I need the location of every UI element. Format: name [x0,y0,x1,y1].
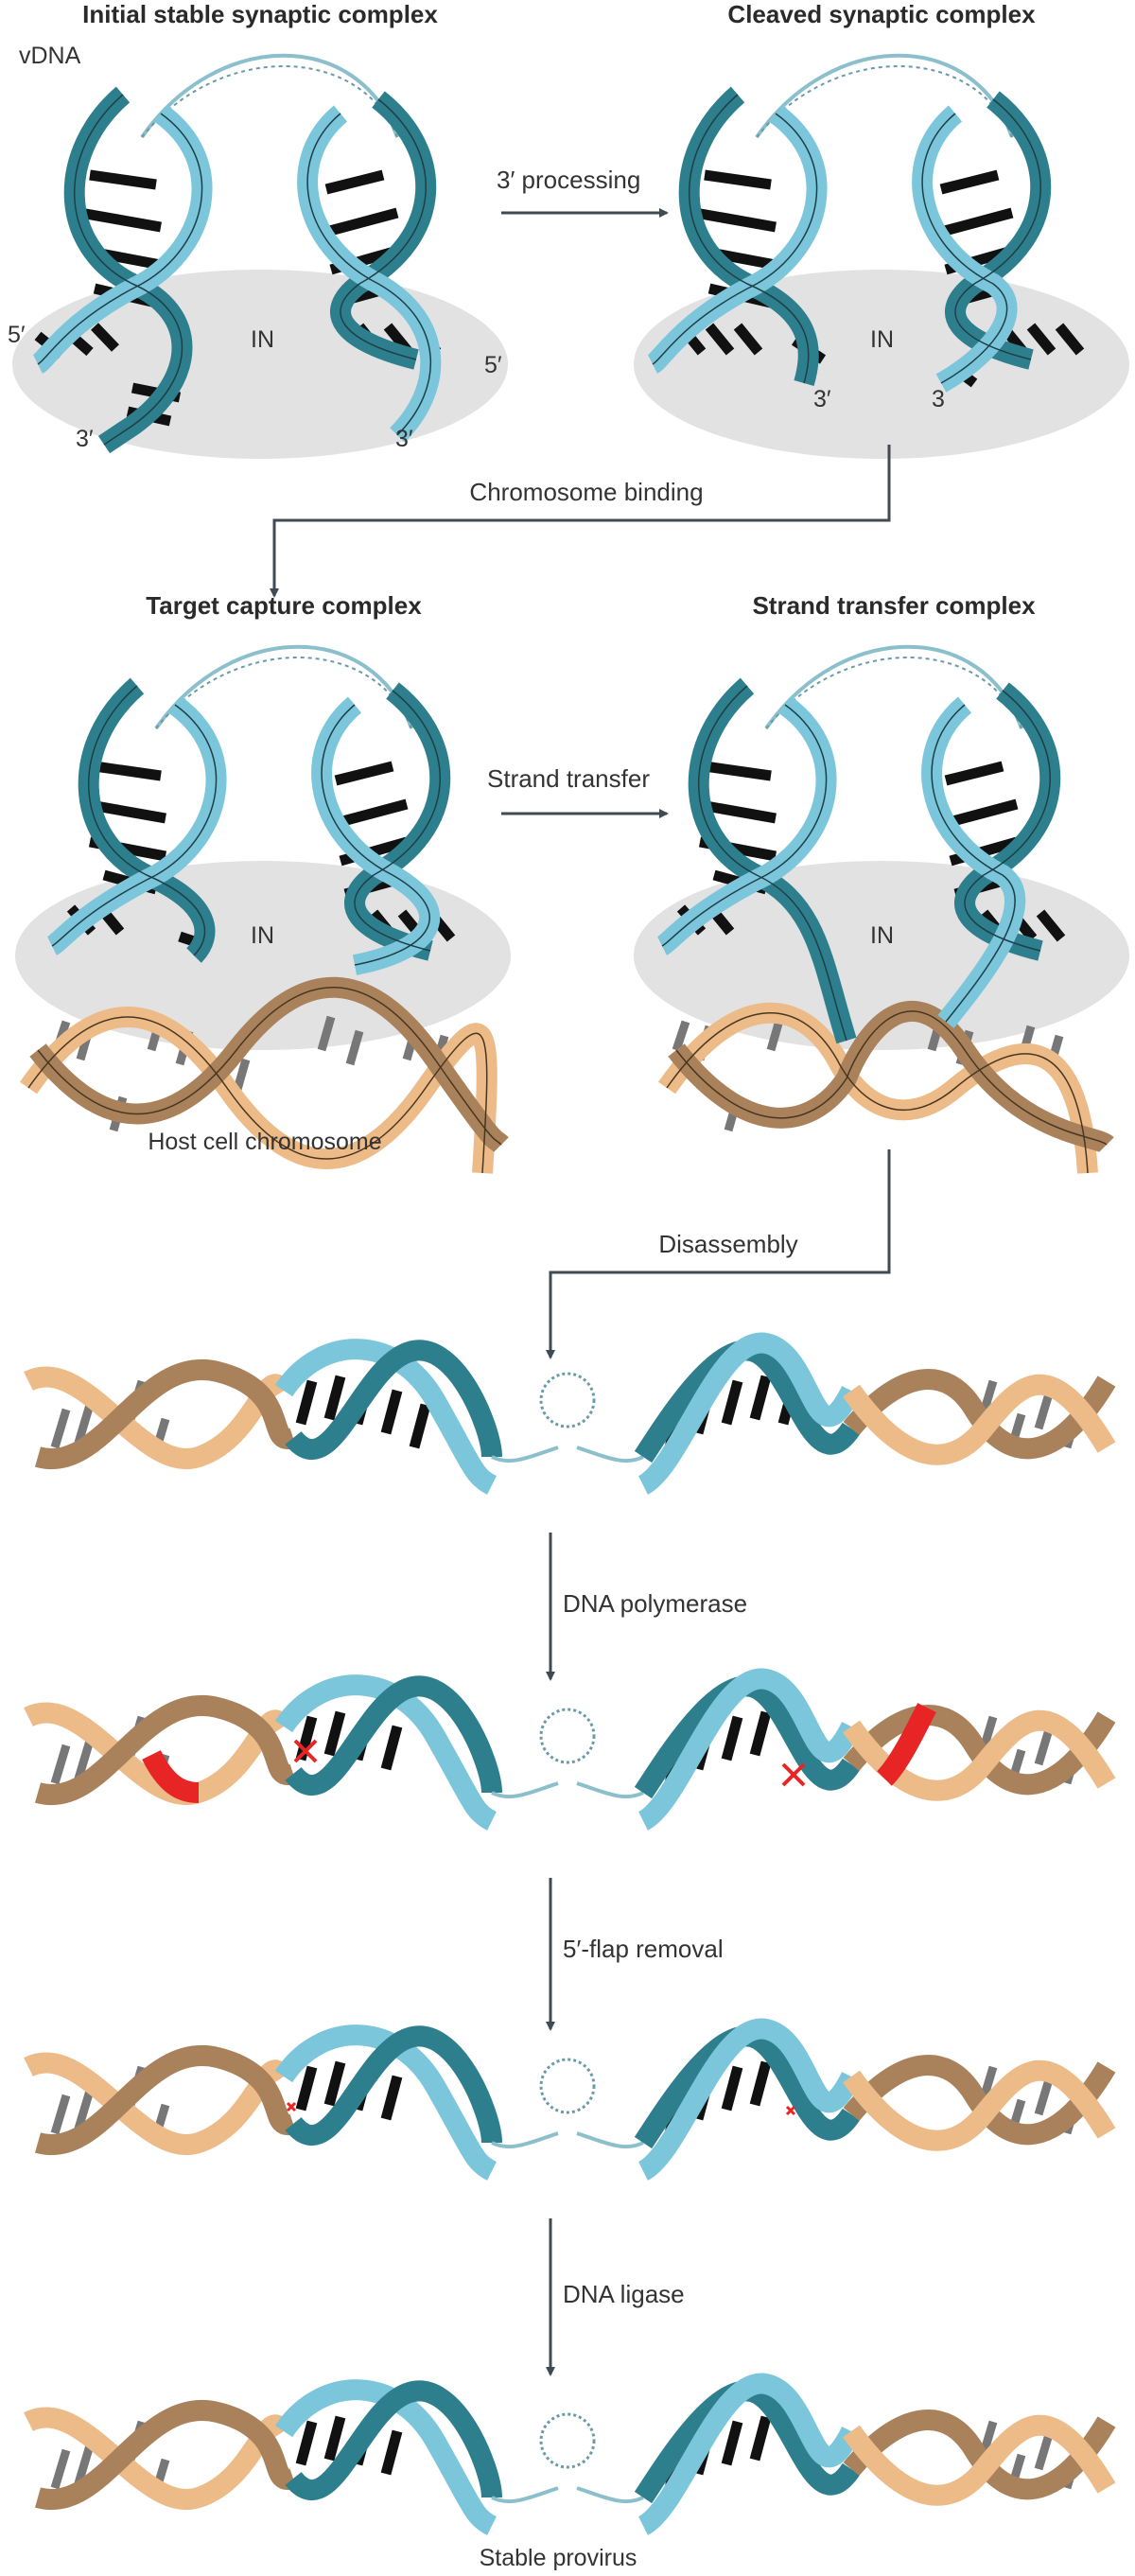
title-target-capture: Target capture complex [146,591,422,620]
step-dna-polymerase: DNA polymerase [563,1589,748,1618]
viral-dna-panel-3 [46,644,456,975]
host-dna-panel-4 [657,1001,1114,1174]
viral-dna-panel-2 [646,53,1085,393]
label-host-chromosome: Host cell chromosome [148,1129,382,1155]
label-vdna: vDNA [19,43,81,69]
viral-dna-panel-1 [31,53,442,454]
label-in-1: IN [251,326,274,353]
arrow-chromosome-binding [270,445,891,598]
label-3prime-cleaved: 3′ [813,386,831,412]
label-5prime-right: 5′ [484,352,502,378]
integration-row-3 [24,2018,1116,2181]
step-chromosome-binding: Chromosome binding [469,478,704,506]
title-cleaved-complex: Cleaved synaptic complex [727,0,1036,28]
step-dna-ligase: DNA ligase [563,2280,685,2308]
integration-row-2 [24,1668,1116,1831]
integration-row-4 [24,2373,1116,2535]
step-disassembly: Disassembly [658,1230,798,1258]
label-5prime-left: 5′ [8,322,26,348]
label-in-3: IN [251,922,274,949]
integrase-ellipse-2 [634,270,1129,459]
title-initial-complex: Initial stable synaptic complex [82,0,438,28]
label-3prime-left: 3′ [76,426,94,452]
label-in-2: IN [870,326,894,353]
viral-dna-panel-4 [656,644,1066,1044]
label-3prime-right: 3′ [395,426,413,452]
integration-row-1 [24,1332,1116,1495]
host-dna-panel-3 [19,976,509,1174]
label-in-4: IN [870,922,894,949]
step-flap-removal: 5′-flap removal [563,1935,724,1963]
label-3-cleaved: 3 [932,386,945,412]
step-strand-transfer: Strand transfer [487,764,650,793]
step-3prime-processing: 3′ processing [497,166,641,194]
label-stable-provirus: Stable provirus [479,2545,637,2571]
title-strand-transfer: Strand transfer complex [752,591,1036,620]
arrow-disassembly [546,1149,891,1359]
